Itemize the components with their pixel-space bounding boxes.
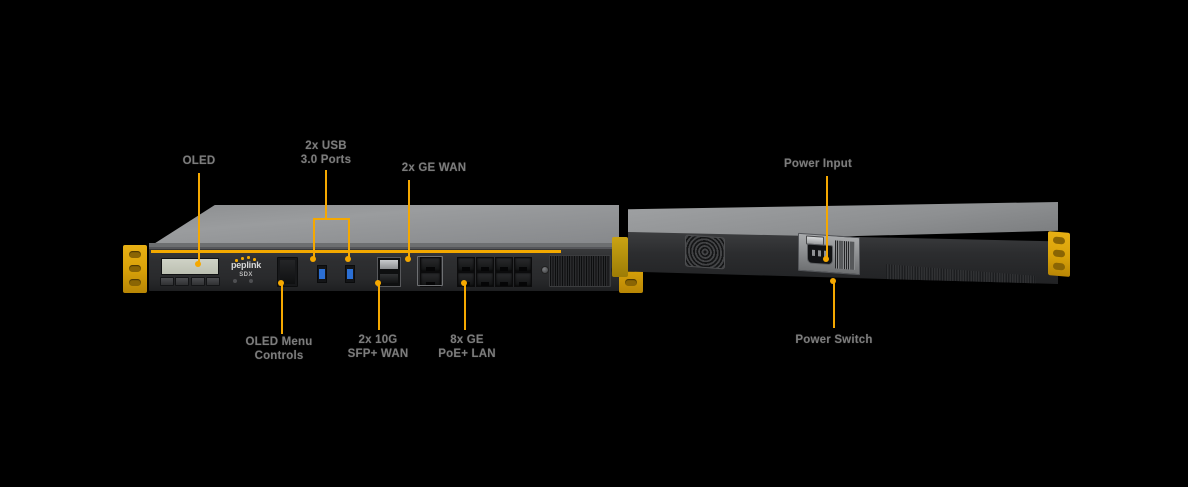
status-led-status — [249, 279, 253, 283]
callout-label-oled-menu: OLED Menu Controls — [245, 336, 313, 362]
lan-port-7 — [514, 257, 532, 272]
rack-ear-slot — [1053, 236, 1065, 245]
rear-rack-ear-right — [1048, 231, 1070, 277]
leader-dot-poe-lan — [461, 280, 467, 286]
usb-port-insert — [319, 269, 325, 279]
oled-display — [161, 258, 219, 275]
leader-dot-power-switch — [830, 278, 836, 284]
oled-menu-buttons[interactable] — [160, 277, 220, 286]
oled-button-enter[interactable] — [205, 277, 220, 286]
status-led-power — [233, 279, 237, 283]
faceplate-screw-left — [541, 266, 549, 274]
leader-dot-oled — [195, 261, 201, 267]
leader-line-oled-lower — [198, 251, 200, 264]
leader-line-oled — [198, 173, 200, 251]
leader-dot-ge-wan — [405, 256, 411, 262]
console-port-inner — [280, 260, 295, 284]
poe-lan-port-bank — [457, 256, 533, 287]
callout-label-power-input: Power Input — [783, 158, 852, 170]
rack-ear-left — [123, 245, 147, 293]
chassis-top-surface — [149, 205, 619, 247]
brand-name: peplink — [230, 260, 262, 270]
lan-port-8 — [514, 272, 532, 287]
leader-line-oled-menu — [281, 282, 283, 334]
leader-line-sfp — [378, 282, 380, 330]
leader-dot-usb-2 — [345, 256, 351, 262]
lan-port-4 — [476, 272, 494, 287]
ge-wan-port-frame — [417, 256, 443, 286]
iec-pin — [818, 250, 821, 257]
power-supply-module — [798, 232, 860, 276]
front-chassis: peplink SDX — [113, 205, 653, 297]
sfp-plus-port-2 — [380, 274, 398, 283]
front-faceplate: peplink SDX — [149, 247, 619, 291]
rack-ear-slot — [129, 279, 141, 286]
oled-button-up[interactable] — [175, 277, 190, 286]
console-port — [277, 257, 298, 287]
rack-ear-slot — [129, 251, 141, 258]
faceplate-highlight — [149, 247, 619, 249]
lan-port-1 — [457, 257, 475, 272]
callout-label-sfp-wan: 2x 10G SFP+ WAN — [347, 334, 409, 360]
sfp-plus-port-1 — [380, 260, 398, 269]
leader-line-power-switch — [833, 280, 835, 328]
lan-port-3 — [476, 257, 494, 272]
iec-pin — [812, 249, 815, 257]
rear-fan — [685, 234, 725, 270]
leader-dot-usb-1 — [310, 256, 316, 262]
leader-dot-sfp — [375, 280, 381, 286]
rear-rack-ear-left — [612, 237, 628, 277]
leader-line-usb — [325, 170, 327, 218]
sfp-plus-cage-group — [377, 257, 401, 287]
leader-line-power-input — [826, 176, 828, 258]
leader-bracket-usb — [313, 218, 350, 220]
leader-line-poe-lan — [464, 282, 466, 330]
lan-port-5 — [495, 257, 513, 272]
callout-label-power-switch: Power Switch — [795, 334, 873, 346]
ge-wan-port-2 — [420, 272, 441, 287]
chassis-top-edge — [149, 243, 619, 248]
callout-label-usb: 2x USB 3.0 Ports — [300, 140, 352, 166]
rear-ventilation-grille — [886, 264, 1036, 284]
leader-line-ge-wan — [408, 180, 410, 258]
rack-ear-slot — [1053, 249, 1065, 258]
ge-wan-port-1 — [420, 257, 441, 272]
leader-dot-power-input — [823, 256, 829, 262]
oled-button-esc[interactable] — [160, 277, 174, 286]
leader-line-usb-left — [313, 218, 315, 258]
usb-port-insert — [347, 269, 353, 279]
front-ventilation-grille — [549, 255, 611, 287]
model-name: SDX — [239, 272, 253, 278]
callout-label-oled: OLED — [182, 155, 216, 167]
leader-line-usb-right — [348, 218, 350, 258]
callout-label-poe-lan: 8x GE PoE+ LAN — [438, 334, 496, 360]
psu-ventilation — [835, 240, 855, 270]
ge-wan-port-group — [417, 256, 443, 287]
rack-ear-slot — [625, 279, 637, 286]
power-input-connector — [807, 243, 833, 266]
oled-button-down[interactable] — [190, 277, 205, 286]
brand-logo: peplink SDX — [228, 261, 264, 280]
lan-port-6 — [495, 272, 513, 287]
accent-stripe — [151, 250, 561, 253]
usb-port-2 — [345, 265, 355, 283]
brand-dots-icon — [233, 256, 259, 262]
rear-chassis — [612, 202, 1080, 302]
usb-port-1 — [317, 265, 327, 283]
rack-ear-slot — [129, 265, 141, 272]
leader-dot-oled-menu — [278, 280, 284, 286]
callout-label-ge-wan: 2x GE WAN — [401, 162, 467, 174]
rack-ear-slot — [1053, 262, 1065, 271]
